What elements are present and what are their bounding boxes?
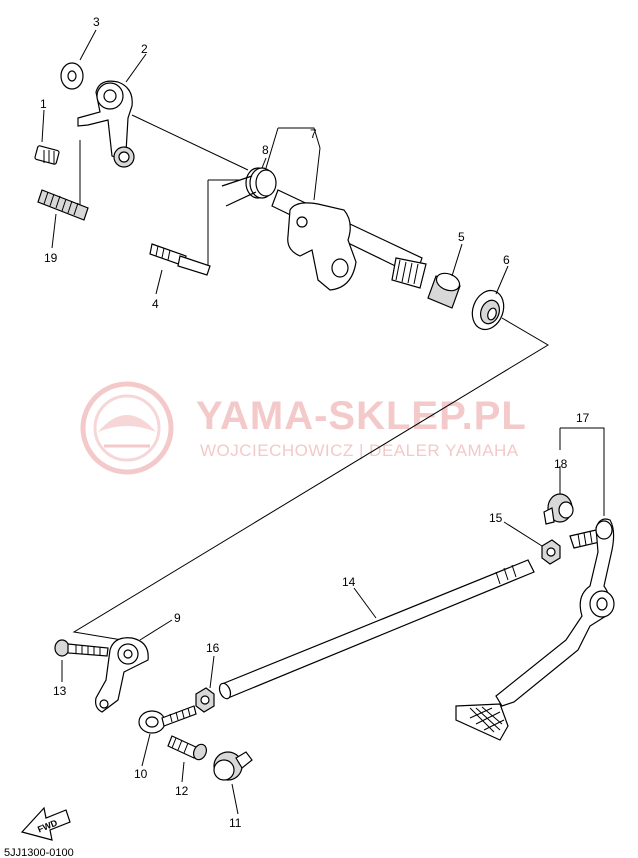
part-4-stud-bolt[interactable] — [149, 243, 211, 276]
part-19-spring[interactable] — [37, 189, 89, 221]
callout-7: 7 — [310, 127, 317, 141]
part-14-shift-rod[interactable] — [217, 559, 535, 700]
part-8-torsion-spring[interactable] — [221, 167, 277, 207]
callout-17: 17 — [576, 411, 590, 425]
fwd-arrow: FWD — [20, 806, 71, 841]
part-1-bolt[interactable] — [34, 145, 60, 165]
part-6-oil-seal[interactable] — [467, 286, 509, 334]
part-5-collar[interactable] — [427, 270, 462, 309]
drawing-code: 5JJ1300-0100 — [4, 847, 74, 858]
watermark: YAMA-SKLEP.PL WOJCIECHOWICZ | DEALER YAM… — [80, 381, 527, 475]
fwd-arrow-icon — [20, 806, 71, 841]
part-16-nut[interactable] — [195, 687, 215, 713]
watermark-logo — [80, 381, 174, 475]
callout-18: 18 — [554, 457, 568, 471]
callout-3: 3 — [93, 15, 100, 29]
part-17-shift-pedal[interactable] — [455, 518, 615, 741]
part-3-washer[interactable] — [60, 62, 84, 90]
callout-8: 8 — [262, 143, 269, 157]
part-18-collar[interactable] — [543, 493, 574, 525]
callout-9: 9 — [174, 611, 181, 625]
callout-5: 5 — [458, 230, 465, 244]
callout-15: 15 — [489, 511, 503, 525]
callout-2: 2 — [141, 42, 148, 56]
callout-numbers: 1 2 3 4 5 6 7 8 9 10 11 12 13 14 15 16 1… — [40, 15, 590, 830]
callout-11: 11 — [229, 816, 242, 830]
callout-4: 4 — [152, 297, 159, 311]
leader-lines — [41, 29, 605, 815]
callout-6: 6 — [503, 253, 510, 267]
callout-19: 19 — [44, 251, 58, 265]
assembly-outline-lines — [72, 114, 549, 641]
callout-10: 10 — [134, 767, 148, 781]
watermark-title: YAMA-SKLEP.PL — [196, 394, 527, 438]
callout-13: 13 — [53, 684, 67, 698]
callout-12: 12 — [175, 784, 189, 798]
part-2-shift-arm[interactable] — [77, 80, 135, 168]
part-11-cap[interactable] — [213, 751, 253, 781]
part-9-shift-arm[interactable] — [95, 637, 149, 713]
callout-14: 14 — [342, 575, 356, 589]
part-13-bolt[interactable] — [54, 639, 109, 657]
part-12-bolt[interactable] — [167, 735, 209, 762]
part-10-rod-end[interactable] — [138, 705, 197, 734]
callout-16: 16 — [206, 641, 220, 655]
watermark-subtitle: WOJCIECHOWICZ | DEALER YAMAHA — [200, 441, 519, 460]
part-15-nut[interactable] — [541, 539, 561, 565]
part-7-shift-shaft[interactable] — [271, 189, 427, 291]
callout-1: 1 — [40, 97, 47, 111]
